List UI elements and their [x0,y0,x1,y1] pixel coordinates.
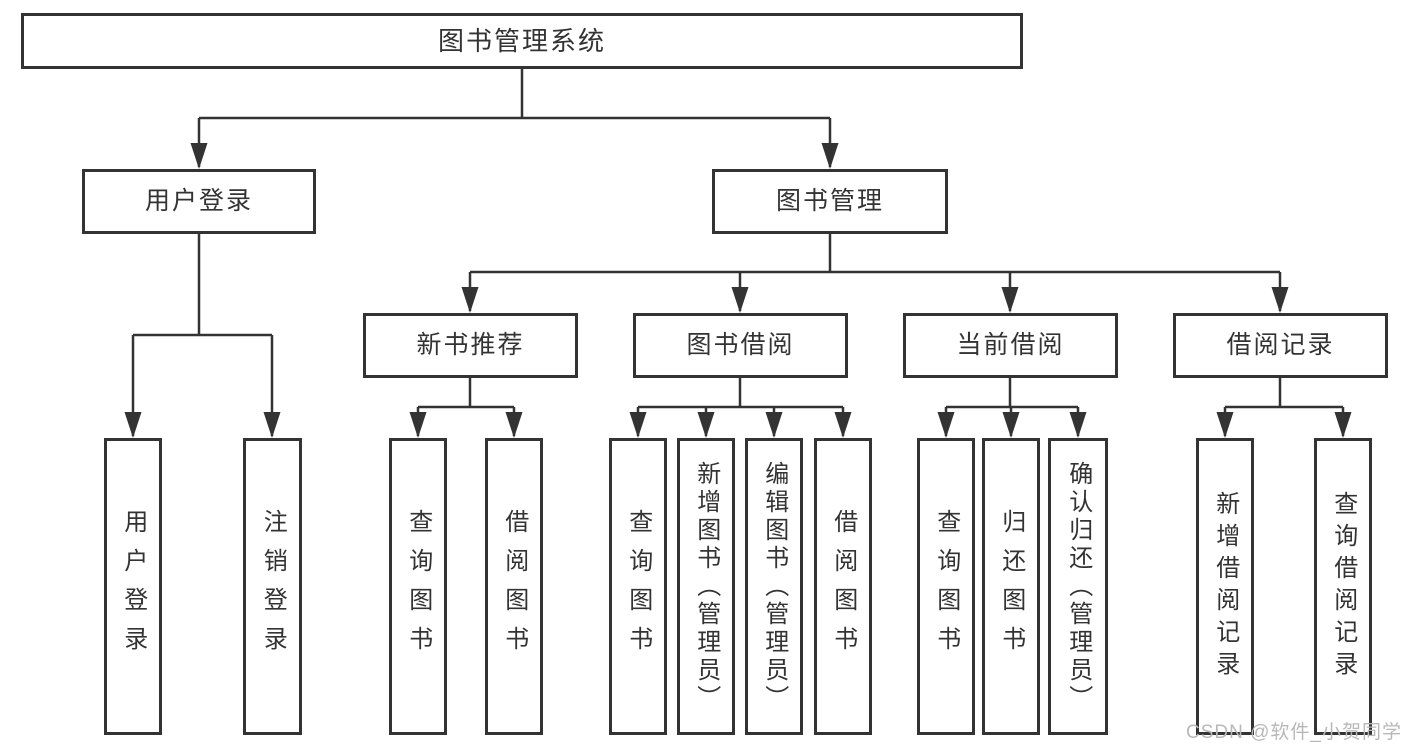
node-label: 新增借阅记录 [1211,490,1239,683]
node-query-borrow-record: 查询借阅记录 [1314,438,1372,735]
node-user-login: 用户登录 [82,169,316,234]
node-query-book-current: 查询图书 [917,438,975,735]
node-return-book: 归还图书 [982,438,1040,735]
node-label: 归还图书 [997,508,1025,665]
node-library-management-system: 图书管理系统 [21,13,1023,69]
node-current-borrow: 当前借阅 [903,313,1118,378]
node-add-book-admin: 新增图书（管理员） [677,438,735,735]
node-label: 注销登录 [259,508,287,665]
connector-borrow-record-to-children [1223,378,1345,436]
node-label: 编辑图书（管理员） [760,460,788,713]
node-user-login-leaf: 用户登录 [104,438,162,735]
node-label: 借阅图书 [500,508,528,665]
node-label: 图书借阅 [686,331,795,359]
connector-new-book-recommend-to-children [416,378,516,436]
node-book-borrow: 图书借阅 [633,313,848,378]
node-borrow-book-recommend: 借阅图书 [485,438,543,735]
node-confirm-return-admin: 确认归还（管理员） [1048,438,1108,735]
node-label: 用户登录 [144,187,253,215]
node-edit-book-admin: 编辑图书（管理员） [745,438,803,735]
node-label: 查询图书 [404,508,432,665]
node-label: 新增图书（管理员） [692,460,720,713]
node-new-book-recommend: 新书推荐 [363,313,578,378]
node-label: 查询图书 [932,508,960,665]
node-label: 借阅记录 [1226,331,1335,359]
node-label: 查询借阅记录 [1329,490,1357,683]
node-query-book-recommend: 查询图书 [389,438,447,735]
connector-root-to-level2 [197,69,832,167]
node-borrow-book: 借阅图书 [814,438,872,735]
node-book-management: 图书管理 [712,169,948,234]
node-borrow-record: 借阅记录 [1173,313,1388,378]
connector-book-management-to-level3 [468,234,1282,311]
node-label: 图书管理系统 [437,26,606,56]
node-label: 新书推荐 [416,331,525,359]
node-label: 查询图书 [624,508,652,665]
connector-user-login-to-children [131,234,274,436]
node-query-book-borrow: 查询图书 [609,438,667,735]
node-label: 确认归还（管理员） [1064,460,1092,713]
connector-book-borrow-to-children [636,378,845,436]
node-label: 用户登录 [119,508,147,665]
node-logout: 注销登录 [243,438,302,735]
node-label: 当前借阅 [956,331,1065,359]
node-add-borrow-record: 新增借阅记录 [1196,438,1254,735]
node-label: 借阅图书 [829,508,857,665]
node-label: 图书管理 [775,187,884,215]
watermark: CSDN @软件_小贺同学 [1186,722,1402,743]
